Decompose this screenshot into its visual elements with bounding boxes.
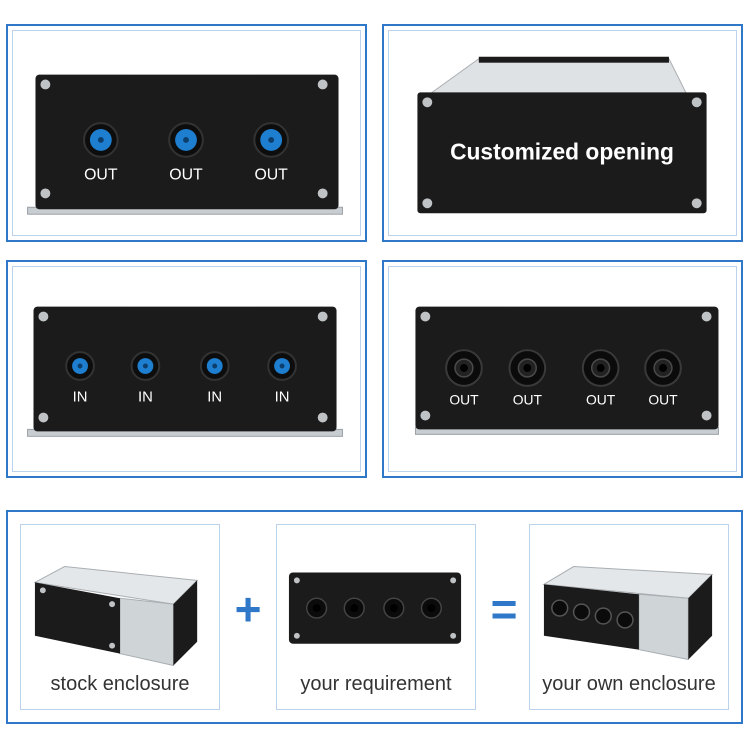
screw-icon [420, 311, 431, 322]
screw-icon [293, 632, 300, 639]
connector-icon [199, 351, 230, 381]
cable-gland-icon [572, 603, 591, 621]
screw-icon [39, 587, 46, 594]
connector-icon [168, 122, 204, 158]
enclosure-in-image: IN IN IN IN [27, 306, 343, 437]
equation-row: stock enclosure + your requirement = [6, 510, 743, 724]
screw-icon [691, 198, 702, 209]
own-enclosure-image [542, 566, 714, 661]
enclosure-blank-image: Customized opening [417, 56, 707, 214]
screw-icon [40, 79, 51, 90]
panel-customized-opening: Customized opening [382, 24, 743, 242]
screw-icon [317, 311, 328, 322]
port-label: IN [138, 390, 153, 406]
cable-gland-icon [420, 597, 443, 619]
enclosure-out-image: OUT OUT OUT [27, 74, 343, 215]
port-label: IN [73, 390, 88, 406]
screw-icon [317, 412, 328, 423]
port-label: OUT [449, 392, 479, 408]
screw-icon [422, 198, 433, 209]
stock-enclosure-caption: stock enclosure [50, 673, 190, 695]
cable-gland-icon [594, 607, 612, 625]
requirement-panel-image [288, 572, 462, 644]
port-label: IN [207, 390, 222, 406]
cable-gland-icon [383, 597, 405, 619]
screw-icon [293, 577, 300, 584]
panel-in-connectors: IN IN IN IN [6, 260, 367, 478]
port-label: OUT [586, 392, 616, 408]
equals-sign: = [490, 583, 518, 635]
headline-text: Customized opening [450, 139, 674, 165]
connector-icon [83, 122, 119, 158]
screw-icon [317, 188, 328, 199]
panel-inner: IN IN IN IN [12, 266, 361, 472]
port-label: OUT [513, 392, 543, 408]
screw-icon [701, 410, 712, 421]
port-label: OUT [254, 167, 288, 184]
screw-icon [38, 311, 49, 322]
screw-icon [450, 577, 457, 584]
cable-gland-icon [445, 349, 483, 387]
connector-icon [65, 351, 95, 381]
screw-icon [691, 97, 702, 108]
stock-enclosure-image [33, 566, 199, 667]
cable-gland-icon [616, 611, 634, 629]
screw-icon [40, 188, 51, 199]
screw-icon [422, 97, 433, 108]
port-label: OUT [84, 167, 118, 184]
connector-icon [253, 122, 289, 158]
plus-sign: + [234, 583, 262, 635]
screw-icon [109, 601, 116, 608]
cable-gland-icon [644, 349, 682, 387]
screw-icon [317, 79, 328, 90]
screw-icon [420, 410, 431, 421]
port-label: IN [275, 390, 290, 406]
own-enclosure-caption: your own enclosure [542, 673, 716, 695]
panel-out-connectors: OUT OUT OUT [6, 24, 367, 242]
requirement-caption: your requirement [300, 673, 452, 695]
requirement-card: your requirement [276, 524, 476, 710]
screw-icon [38, 412, 49, 423]
screw-icon [109, 642, 116, 649]
cable-gland-icon [306, 597, 328, 619]
cable-gland-icon [508, 349, 547, 387]
cable-gland-icon [343, 597, 365, 619]
enclosure-gland-image: OUT OUT OUT OUT [414, 306, 719, 435]
port-label: OUT [648, 392, 678, 408]
panel-inner: OUT OUT OUT OUT [388, 266, 737, 472]
stock-enclosure-card: stock enclosure [20, 524, 220, 710]
panel-cable-glands: OUT OUT OUT OUT [382, 260, 743, 478]
panel-inner: Customized opening [388, 30, 737, 236]
panel-inner: OUT OUT OUT [12, 30, 361, 236]
cable-gland-icon [581, 349, 620, 387]
connector-icon [267, 351, 297, 381]
screw-icon [701, 311, 712, 322]
own-enclosure-card: your own enclosure [529, 524, 729, 710]
cable-gland-icon [551, 599, 569, 617]
screw-icon [450, 632, 457, 639]
connector-icon [130, 351, 161, 381]
port-label: OUT [169, 167, 203, 184]
